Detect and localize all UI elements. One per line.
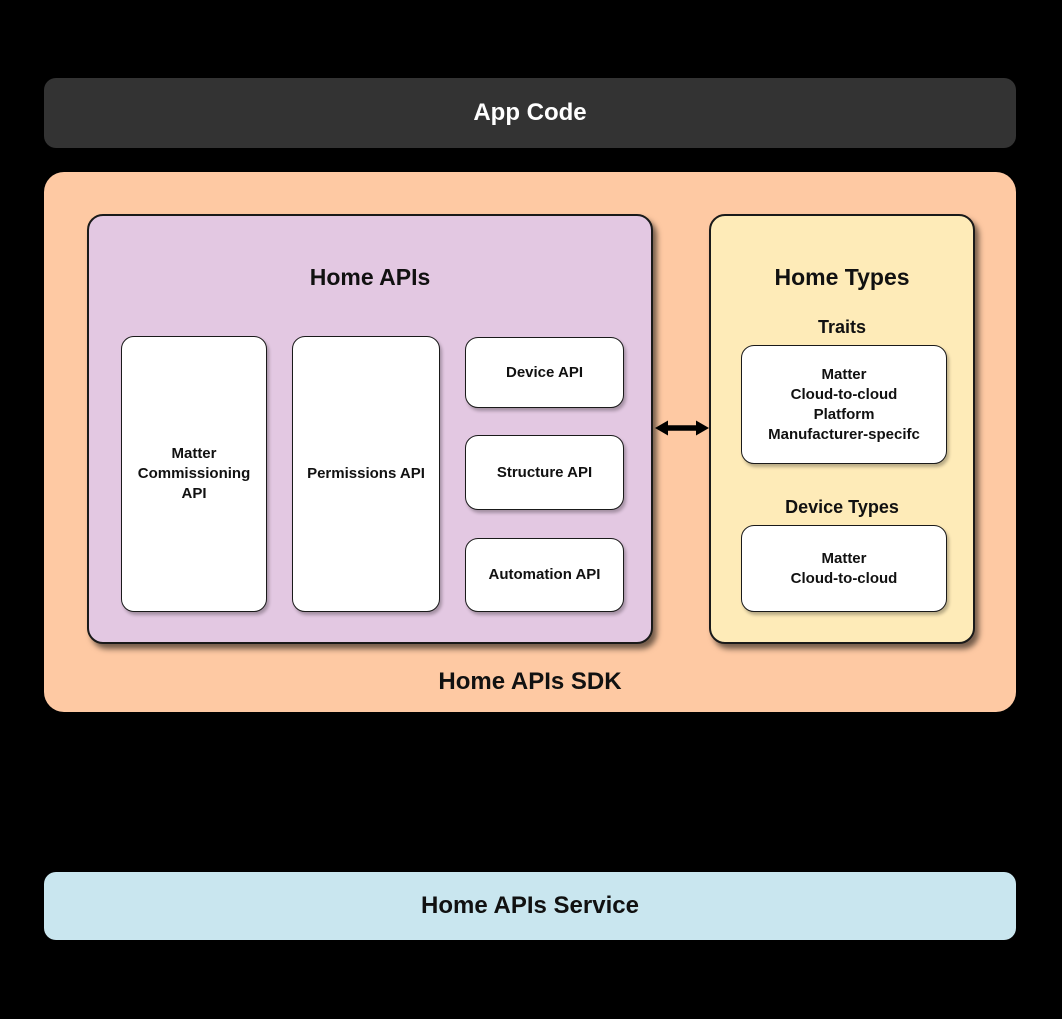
matter-commissioning-api-label: Matter Commissioning API	[137, 445, 251, 502]
traits-line: Manufacturer-specifc	[768, 425, 920, 443]
structure-api-label: Structure API	[496, 463, 593, 481]
home-apis-sdk-block: Home APIs Matter Commissioning API Permi…	[44, 172, 1016, 712]
device-api-label: Device API	[506, 363, 583, 381]
home-types-group: Home Types Traits Matter Cloud-to-cloud …	[709, 214, 975, 644]
traits-line: Matter	[821, 365, 867, 383]
home-apis-sdk-label: Home APIs SDK	[438, 668, 622, 695]
permissions-api-box: Permissions API	[292, 336, 440, 612]
app-code-block: App Code	[44, 78, 1016, 148]
permissions-api-label: Permissions API	[307, 465, 425, 482]
traits-heading: Traits	[817, 317, 867, 337]
home-apis-service-label: Home APIs Service	[421, 892, 639, 919]
app-code-label: App Code	[473, 99, 587, 126]
device-api-box: Device API	[465, 337, 624, 408]
device-types-line: Matter	[821, 549, 867, 567]
structure-api-box: Structure API	[465, 435, 624, 510]
device-types-box: Matter Cloud-to-cloud	[741, 525, 947, 612]
traits-line: Cloud-to-cloud	[790, 385, 898, 403]
home-apis-group: Home APIs Matter Commissioning API Permi…	[87, 214, 653, 644]
home-apis-service-block: Home APIs Service	[44, 872, 1016, 940]
device-types-line: Cloud-to-cloud	[790, 569, 898, 587]
automation-api-box: Automation API	[465, 538, 624, 612]
traits-line: Platform	[813, 405, 875, 423]
home-types-title: Home Types	[774, 264, 910, 290]
device-types-heading: Device Types	[785, 497, 899, 517]
bidirectional-arrow-icon	[655, 420, 709, 436]
traits-box: Matter Cloud-to-cloud Platform Manufactu…	[741, 345, 947, 464]
matter-commissioning-api-box: Matter Commissioning API	[121, 336, 267, 612]
automation-api-label: Automation API	[488, 566, 601, 583]
home-apis-title: Home APIs	[309, 264, 431, 290]
